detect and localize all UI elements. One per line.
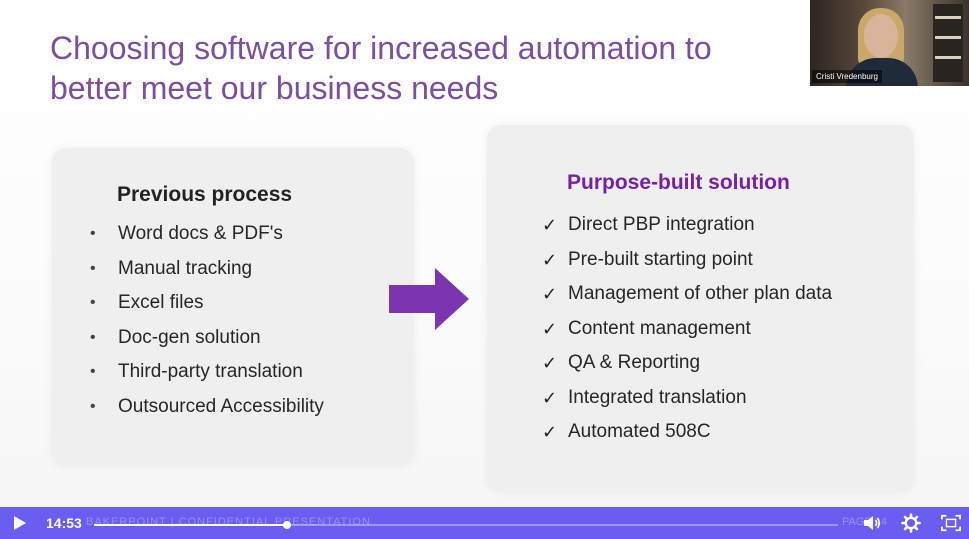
slide-footer-ghost-text: BAKERPOINT | CONFIDENTIAL PRESENTATION [86, 516, 371, 528]
purpose-built-panel: Purpose-built solution ✓ Direct PBP integ… [487, 125, 914, 492]
list-item-label: QA & Reporting [568, 352, 701, 373]
list-item-label: Word docs & PDF's [118, 223, 283, 244]
list-item-label: Third-party translation [118, 361, 303, 382]
list-item-label: Excel files [118, 292, 204, 313]
fullscreen-icon[interactable] [941, 513, 961, 533]
play-icon[interactable] [14, 516, 26, 530]
purpose-built-heading: Purpose-built solution [567, 171, 790, 194]
previous-process-heading: Previous process [117, 183, 293, 206]
bullet-icon: • [90, 363, 96, 380]
checkmark-icon: ✓ [542, 353, 558, 373]
webcam-video-tile[interactable]: Cristi Vredenburg [810, 0, 969, 86]
seek-bar[interactable] [94, 521, 838, 529]
checkmark-icon: ✓ [542, 387, 558, 408]
background-shelf [933, 4, 963, 82]
list-item-label: Manual tracking [118, 257, 253, 279]
slide-title-line2: better meet our business needs [50, 70, 499, 106]
bullet-icon: • [90, 328, 96, 346]
seek-bar-handle[interactable] [283, 521, 292, 529]
current-time: 14:53 [46, 515, 82, 531]
slide-title: Choosing software for increased automati… [50, 28, 770, 108]
seek-bar-progress [94, 524, 288, 526]
list-item-label: Direct PBP integration [568, 214, 755, 235]
list-item-label: Management of other plan data [568, 283, 833, 304]
slide: Choosing software for increased automati… [0, 0, 969, 507]
list-item-label: Pre-built starting point [568, 248, 753, 270]
checkmark-icon: ✓ [542, 318, 558, 339]
checkmark-icon: ✓ [542, 249, 558, 270]
list-item-label: Outsourced Accessibility [118, 395, 324, 417]
bullet-icon: • [90, 397, 96, 415]
presenter-face [864, 14, 898, 58]
video-player-controls: 14:53 BAKERPOINT | CONFIDENTIAL PRESENTA… [0, 507, 969, 539]
checkmark-icon: ✓ [542, 422, 558, 442]
checkmark-icon: ✓ [542, 284, 558, 304]
list-item-label: Doc-gen solution [118, 326, 261, 348]
bullet-icon: • [90, 294, 96, 311]
slide-title-line1: Choosing software for increased automati… [50, 30, 712, 66]
list-item-label: Integrated translation [568, 386, 747, 408]
list-item-label: Automated 508C [568, 421, 711, 442]
checkmark-icon: ✓ [542, 215, 558, 235]
bullet-icon: • [90, 225, 96, 242]
presenter-name-tag: Cristi Vredenburg [812, 70, 882, 83]
right-arrow-icon [389, 268, 469, 330]
arrow-shape [389, 268, 469, 330]
previous-process-panel: Previous process • Word docs & PDF's • Man… [52, 148, 414, 466]
settings-gear-icon[interactable] [901, 513, 921, 533]
list-item-label: Content management [568, 317, 751, 339]
bullet-icon: • [90, 259, 96, 277]
volume-icon[interactable] [862, 513, 882, 533]
